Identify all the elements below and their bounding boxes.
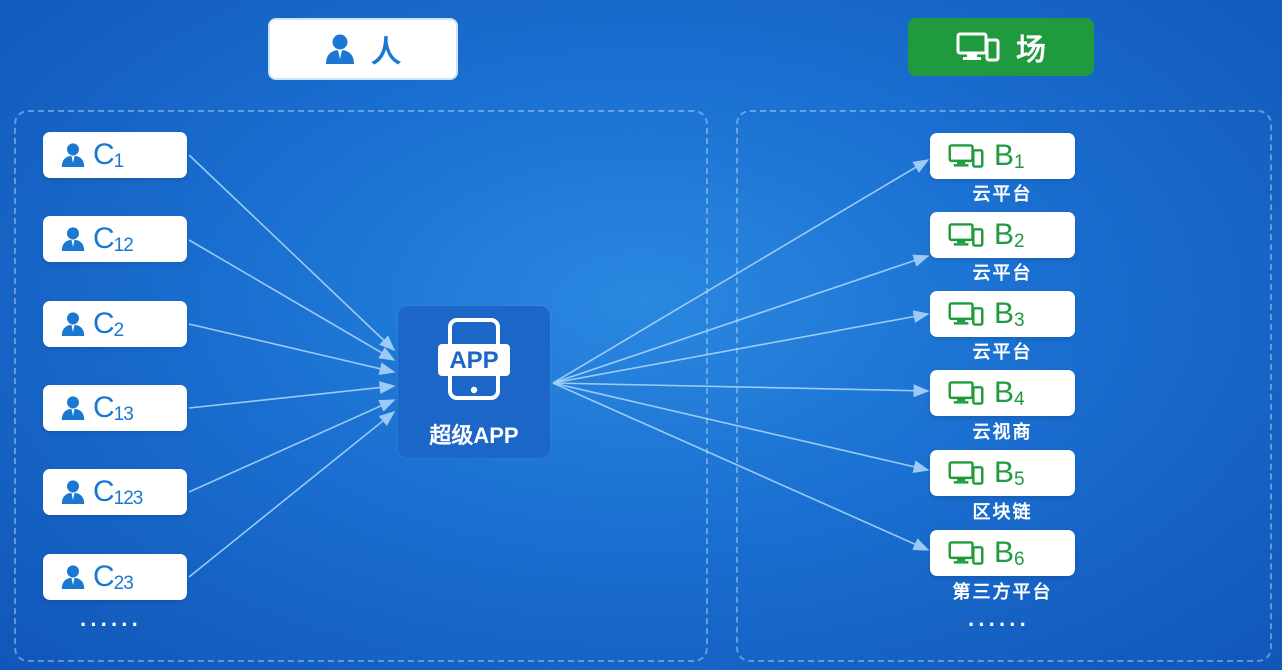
person-icon (61, 396, 85, 420)
devices-icon (948, 302, 984, 326)
consumer-label: C12 (93, 221, 134, 256)
devices-icon (948, 381, 984, 405)
consumer-label: C13 (93, 390, 134, 425)
business-node-b6: B6 (930, 530, 1075, 576)
arrow-app-to-b1 (552, 159, 930, 384)
business-node-b2: B2 (930, 212, 1075, 258)
phone-app-icon: APP (438, 318, 510, 400)
scene-header: 场 (908, 18, 1094, 76)
arrow-app-to-b6 (552, 382, 930, 551)
consumer-node-c123: C123 (43, 469, 187, 515)
business-node-b1: B1 (930, 133, 1075, 179)
devices-icon (956, 32, 1000, 62)
devices-icon (948, 223, 984, 247)
people-header: 人 (268, 18, 458, 80)
person-icon (61, 227, 85, 251)
person-icon (61, 565, 85, 589)
business-node-b4: B4 (930, 370, 1075, 416)
business-label: B1 (994, 138, 1025, 173)
consumer-node-c23: C23 (43, 554, 187, 600)
consumer-label: C123 (93, 474, 143, 509)
devices-icon (948, 144, 984, 168)
business-node-b5: B5 (930, 450, 1075, 496)
consumer-label: C2 (93, 306, 124, 341)
person-icon (61, 480, 85, 504)
arrow-app-to-b5 (552, 382, 930, 473)
arrow-app-to-b3 (552, 310, 930, 384)
business-caption: 区块链 (972, 502, 1033, 522)
arrow-c2-to-app (188, 323, 396, 375)
consumer-group (14, 110, 708, 662)
businesses-ellipsis: ······ (968, 612, 1030, 637)
arrow-app-to-b4 (552, 382, 930, 398)
arrow-c12-to-app (188, 239, 396, 361)
arrow-app-to-b2 (552, 254, 930, 384)
devices-icon (948, 541, 984, 565)
business-label: B4 (994, 375, 1025, 410)
scene-header-label: 场 (1016, 34, 1046, 67)
consumer-label: C1 (93, 137, 124, 172)
consumer-label: C23 (93, 559, 134, 594)
app-icon-text: APP (449, 347, 498, 374)
person-icon (61, 143, 85, 167)
business-caption: 第三方平台 (952, 582, 1053, 602)
person-icon (61, 312, 85, 336)
business-label: B6 (994, 535, 1025, 570)
arrow-c1-to-app (188, 154, 396, 352)
business-node-b3: B3 (930, 291, 1075, 337)
consumer-node-c13: C13 (43, 385, 187, 431)
arrow-c13-to-app (188, 381, 396, 409)
business-caption: 云平台 (972, 184, 1033, 204)
business-caption: 云平台 (972, 342, 1033, 362)
people-header-label: 人 (371, 36, 401, 69)
business-caption: 云平台 (972, 263, 1033, 283)
business-caption: 云视商 (972, 422, 1033, 442)
business-label: B2 (994, 217, 1025, 252)
super-app-label: 超级APP (429, 423, 519, 448)
business-group (736, 110, 1272, 662)
arrow-c123-to-app (188, 399, 396, 493)
person-icon (326, 34, 354, 64)
super-app-hub: APP 超级APP (398, 306, 550, 458)
consumer-node-c1: C1 (43, 132, 187, 178)
business-label: B5 (994, 455, 1025, 490)
consumers-ellipsis: ······ (80, 612, 142, 637)
consumer-node-c2: C2 (43, 301, 187, 347)
devices-icon (948, 461, 984, 485)
arrow-c23-to-app (188, 410, 396, 578)
consumer-node-c12: C12 (43, 216, 187, 262)
business-label: B3 (994, 296, 1025, 331)
